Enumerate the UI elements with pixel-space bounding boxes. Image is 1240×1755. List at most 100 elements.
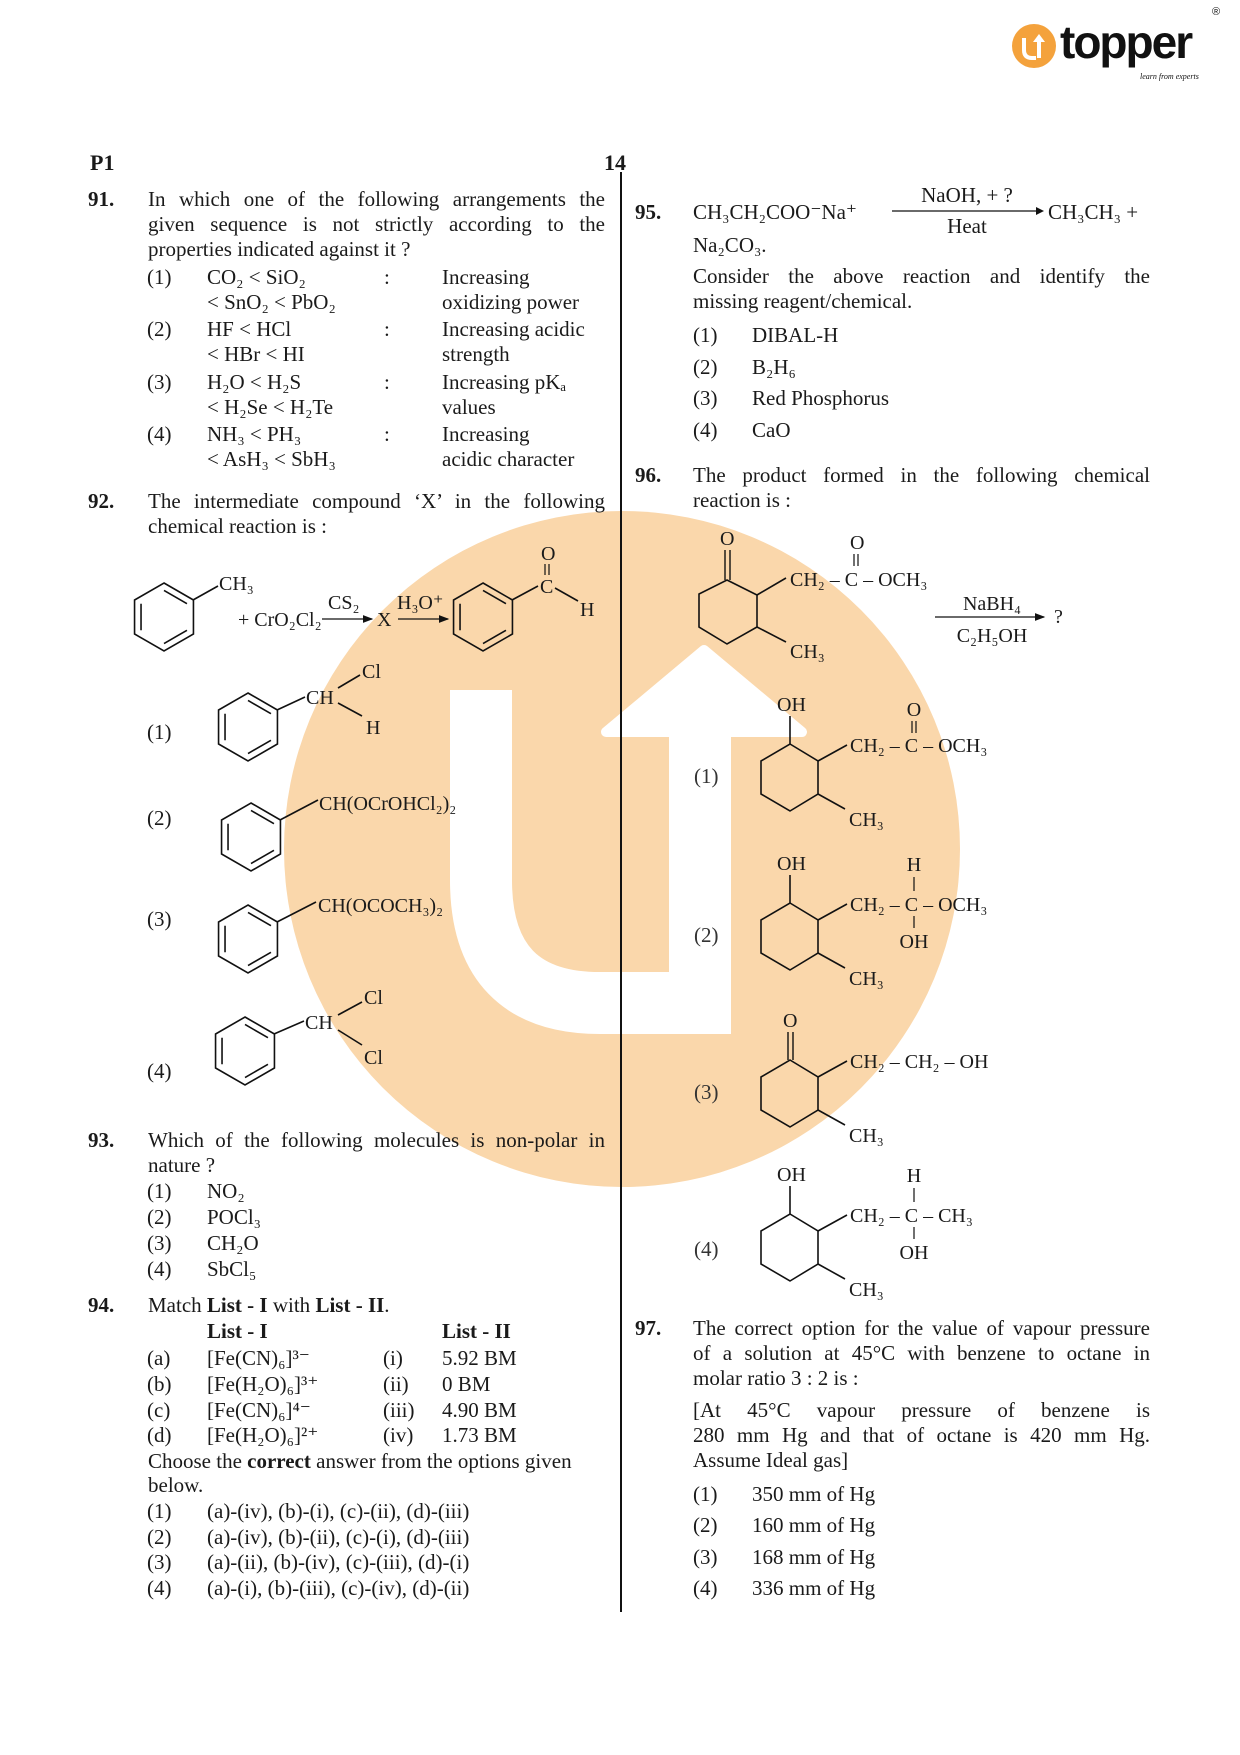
hydroxyl-group: OH [777, 853, 806, 875]
question-number: 93. [88, 1128, 115, 1152]
option-3-label[interactable]: (3) [694, 1080, 719, 1104]
option-label: (2) [693, 1513, 718, 1538]
double-bond [247, 739, 272, 755]
option-2[interactable]: (2)(a)-(iv), (b)-(ii), (c)-(i), (d)-(iii… [147, 1524, 469, 1551]
q92-reaction: CH₃ + CrO₂Cl₂ CS₂ X H₃O⁺ C O H [192, 543, 594, 631]
bond [192, 585, 219, 601]
double-bond [250, 849, 275, 865]
row-roman: (iii) [383, 1398, 415, 1422]
row-moment: 5.92 BM [442, 1346, 517, 1370]
benzene-ring [452, 582, 514, 652]
hydroxyl-group: OH [900, 931, 929, 953]
double-bond [247, 699, 272, 715]
question-number: 97. [635, 1316, 662, 1340]
option-4[interactable]: (4)(a)-(i), (b)-(iii), (c)-(iv), (d)-(ii… [147, 1576, 469, 1602]
question-text: nature ? [148, 1153, 216, 1177]
condition-h3o: H₃O⁺ [397, 592, 443, 614]
intro-list1: List - I [206, 1293, 268, 1317]
side-chain: CH₂ – C – CH₃ [850, 1205, 973, 1227]
option-2-label[interactable]: (2) [694, 923, 719, 947]
ketone-oxygen: O [783, 1010, 797, 1032]
watermark-circle [284, 511, 960, 1187]
option-1[interactable]: (1) (a)-(iv), (b)-(i), (c)-(ii), (d)-(iii… [147, 1499, 469, 1525]
option-label: (3) [693, 386, 718, 411]
option-3[interactable]: (3)(a)-(ii), (b)-(iv), (c)-(iii), (d)-(i… [147, 1550, 469, 1576]
option-label: (1) [147, 265, 172, 289]
option-1[interactable]: (1)NO₂ [147, 1178, 245, 1204]
option-text: SbCl₅ [207, 1257, 257, 1281]
option-text: POCl₃ [207, 1205, 262, 1229]
option-1[interactable]: (1)DIBAL-H [693, 320, 838, 352]
cyclohexane-ring [698, 579, 758, 645]
choose-instruction-line2: below. [148, 1473, 204, 1497]
instruction-text: answer from the options given [310, 1449, 572, 1473]
paper-code: P1 [90, 150, 115, 175]
ch-group: CH [306, 687, 334, 709]
option-label: (3) [147, 370, 172, 394]
reactant: CH₃CH₂COO⁻Na⁺ [693, 200, 857, 224]
chlorine: Cl [364, 987, 383, 1009]
intro-text: . [384, 1293, 390, 1317]
option-label: (4) [147, 422, 172, 446]
q92-option-4-structure[interactable]: CH Cl Cl [273, 987, 383, 1069]
benzene-ring [214, 1016, 276, 1086]
option-1-label[interactable]: (1) [147, 720, 172, 744]
option-2-label[interactable]: (2) [147, 806, 172, 830]
option-text: 350 mm of Hg [752, 1482, 876, 1506]
instruction-text: Choose the [148, 1449, 248, 1473]
row-roman: (i) [383, 1346, 403, 1370]
option-2[interactable]: (2)POCl₃ [147, 1204, 261, 1230]
option-property: Increasing acidic [442, 317, 585, 341]
option-label: (2) [147, 1524, 172, 1549]
option-text: (a)-(i), (b)-(iii), (c)-(iv), (d)-(ii) [207, 1576, 470, 1601]
q92-option-3-structure[interactable]: CH(OCOCH₃)₂ [276, 895, 443, 923]
option-4[interactable]: (4)336 mm of Hg [693, 1573, 875, 1604]
option-1-label[interactable]: (1) [694, 764, 719, 788]
methyl-group: CH₃ [790, 641, 825, 663]
question-text: Which of the following molecules is non-… [148, 1128, 605, 1152]
intro-text: Match [148, 1293, 207, 1317]
row-roman: (ii) [383, 1372, 409, 1396]
hydrogen: H [366, 717, 380, 739]
option-1[interactable]: (1)350 mm of Hg [693, 1479, 875, 1510]
page-number: 14 [604, 150, 626, 175]
q92-option-1-structure[interactable]: CH Cl H [276, 661, 381, 739]
option-label: (1) [147, 1499, 172, 1523]
option-property: acidic character [442, 447, 575, 471]
option-2[interactable]: (2)B₂H₆ [693, 352, 796, 384]
option-4[interactable]: (4)CaO [693, 415, 791, 447]
option-3-label[interactable]: (3) [147, 907, 172, 931]
row-label: (b) [147, 1372, 172, 1396]
q92-option-2-structure[interactable]: CH(OCrOHCl₂)₂ [279, 793, 456, 821]
option-4[interactable]: (4)SbCl₅ [147, 1256, 256, 1282]
carbonyl-carbon: C [540, 576, 553, 598]
intermediate-x: X [377, 609, 392, 631]
option-text: (a)-(iv), (b)-(i), (c)-(ii), (d)-(iii) [207, 1499, 470, 1523]
carbonyl-oxygen: O [541, 543, 555, 565]
question-text: molar ratio 3 : 2 is : [693, 1366, 859, 1390]
option-3[interactable]: (3)CH₂O [147, 1230, 259, 1256]
option-3[interactable]: (3)168 mm of Hg [693, 1542, 875, 1573]
double-bond [247, 951, 272, 967]
option-2[interactable]: (2)160 mm of Hg [693, 1510, 875, 1541]
option-formula: NH₃ < PH₃ [207, 422, 302, 446]
option-4-label[interactable]: (4) [694, 1237, 719, 1261]
cyclohexane-ring [760, 743, 819, 812]
row-label: (d) [147, 1423, 172, 1447]
option-formula: < H₂Se < H₂Te [207, 395, 334, 419]
cyclohexane-ring [760, 1059, 819, 1128]
logo-brand: topper [1060, 16, 1193, 68]
option-3[interactable]: (3)Red Phosphorus [693, 383, 889, 415]
option-formula: HF < HCl [207, 317, 292, 341]
double-bond [247, 911, 272, 927]
option-4-label[interactable]: (4) [147, 1059, 172, 1083]
option-label: (3) [147, 1231, 172, 1255]
question-text: missing reagent/chemical. [693, 289, 913, 313]
question-number: 96. [635, 463, 662, 487]
